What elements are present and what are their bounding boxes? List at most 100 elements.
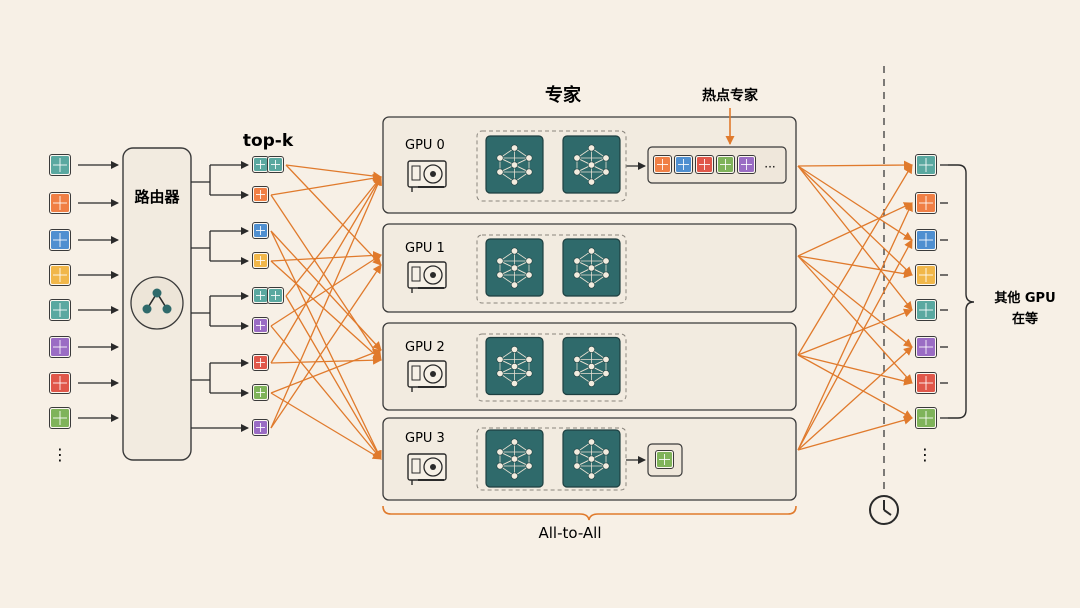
neural-network-icon [485,135,544,194]
neural-network-icon [485,429,544,488]
gpu-card-icon [407,453,447,485]
gpu-card-icon [407,360,447,392]
hot-queue-token-1 [674,155,693,174]
neural-network-icon [562,429,621,488]
dispatch-route-3-0 [270,250,382,262]
combine-route-7 [797,415,913,451]
output-ellipsis: ⋮ [917,445,933,464]
topk-token-0-1-0 [252,186,269,203]
hot-queue-more: ··· [764,160,775,174]
input-token-2 [49,229,71,251]
expert-group-3 [476,427,627,491]
combine-route-14 [797,165,913,276]
dispatch-route-1-1 [270,194,382,361]
combine-route-6 [797,346,913,451]
all-to-all-brace [382,505,797,521]
neural-network-icon [485,238,544,297]
gpu-0-label: GPU 0 [405,138,445,153]
topk-token-4-0-0 [252,419,269,436]
gpu3-queue-token-0 [655,450,674,469]
router-box: 路由器 [122,147,192,461]
topk-label: top-k [243,131,294,151]
dispatch-route-4-1 [285,295,382,460]
combine-route-12 [797,164,913,356]
hot-queue-token-4 [737,155,756,174]
all-to-all-label: All-to-All [538,524,601,542]
waiting-label-line1: 其他 GPU [994,290,1055,306]
expert-group-2 [476,333,627,402]
combine-route-5 [797,354,913,386]
dispatch-route-6-1 [270,355,382,365]
waiting-label-line2: 在等 [1012,311,1038,327]
output-token-6 [915,372,937,394]
topk-token-2-0-1 [267,287,284,304]
router-label: 路由器 [134,188,180,206]
combine-route-15 [797,239,913,451]
neural-network-icon [485,336,544,396]
hot-queue-token-0 [653,155,672,174]
gpu-card-icon [407,160,447,192]
output-token-4 [915,299,937,321]
dispatch-route-5-0 [270,254,382,327]
combine-route-2 [797,202,913,257]
clock-icon [869,495,899,525]
hot-queue-token-2 [695,155,714,174]
dispatch-route-5-1 [270,325,382,460]
dispatch-route-0-0 [285,164,382,181]
output-token-5 [915,336,937,358]
dispatch-route-2-1 [270,230,382,460]
combine-route-11 [797,202,913,451]
topk-token-2-1-0 [252,317,269,334]
neural-network-icon [562,135,621,194]
topk-token-3-0-0 [252,354,269,371]
output-token-0 [915,154,937,176]
combine-route-0 [797,160,913,170]
topk-token-1-0-0 [252,222,269,239]
experts-title: 专家 [545,84,582,106]
gpu-3-label: GPU 3 [405,431,445,446]
input-token-4 [49,299,71,321]
gpu-1-label: GPU 1 [405,241,445,256]
combine-route-9 [797,255,913,348]
waiting-brace [948,164,975,419]
output-token-2 [915,229,937,251]
expert-group-1 [476,234,627,304]
input-token-6 [49,372,71,394]
combine-route-8 [797,165,913,311]
output-token-3 [915,264,937,286]
dispatch-route-1-0 [270,173,382,196]
gpu-card-icon [407,261,447,293]
neural-network-icon [562,336,621,396]
topk-token-0-0-1 [267,156,284,173]
neural-network-icon [562,238,621,297]
combine-route-1 [797,165,913,241]
output-token-7 [915,407,937,429]
dispatch-route-3-1 [270,260,382,361]
topk-token-2-0-0 [252,287,269,304]
expert-group-0 [476,130,627,202]
combine-route-10 [797,354,913,419]
dispatch-route-8-0 [270,176,382,429]
input-token-0 [49,154,71,176]
topk-token-0-0-0 [252,156,269,173]
router-network-icon [130,276,184,330]
input-token-1 [49,192,71,214]
input-ellipsis: ⋮ [52,445,68,464]
dispatch-route-7-1 [270,392,382,460]
combine-route-13 [797,255,913,384]
topk-token-1-1-0 [252,252,269,269]
combine-route-4 [797,308,913,356]
input-token-5 [49,336,71,358]
topk-token-3-1-0 [252,384,269,401]
dispatch-route-0-1 [285,164,382,266]
combine-route-3 [797,255,913,279]
hot-queue-token-3 [716,155,735,174]
dispatch-route-8-1 [270,264,382,429]
hot-experts-label: 热点专家 [702,87,759,104]
diagram-dynamic-layer [49,130,948,491]
gpu-2-label: GPU 2 [405,340,445,355]
dispatch-route-7-0 [270,348,382,394]
input-token-3 [49,264,71,286]
input-token-7 [49,407,71,429]
